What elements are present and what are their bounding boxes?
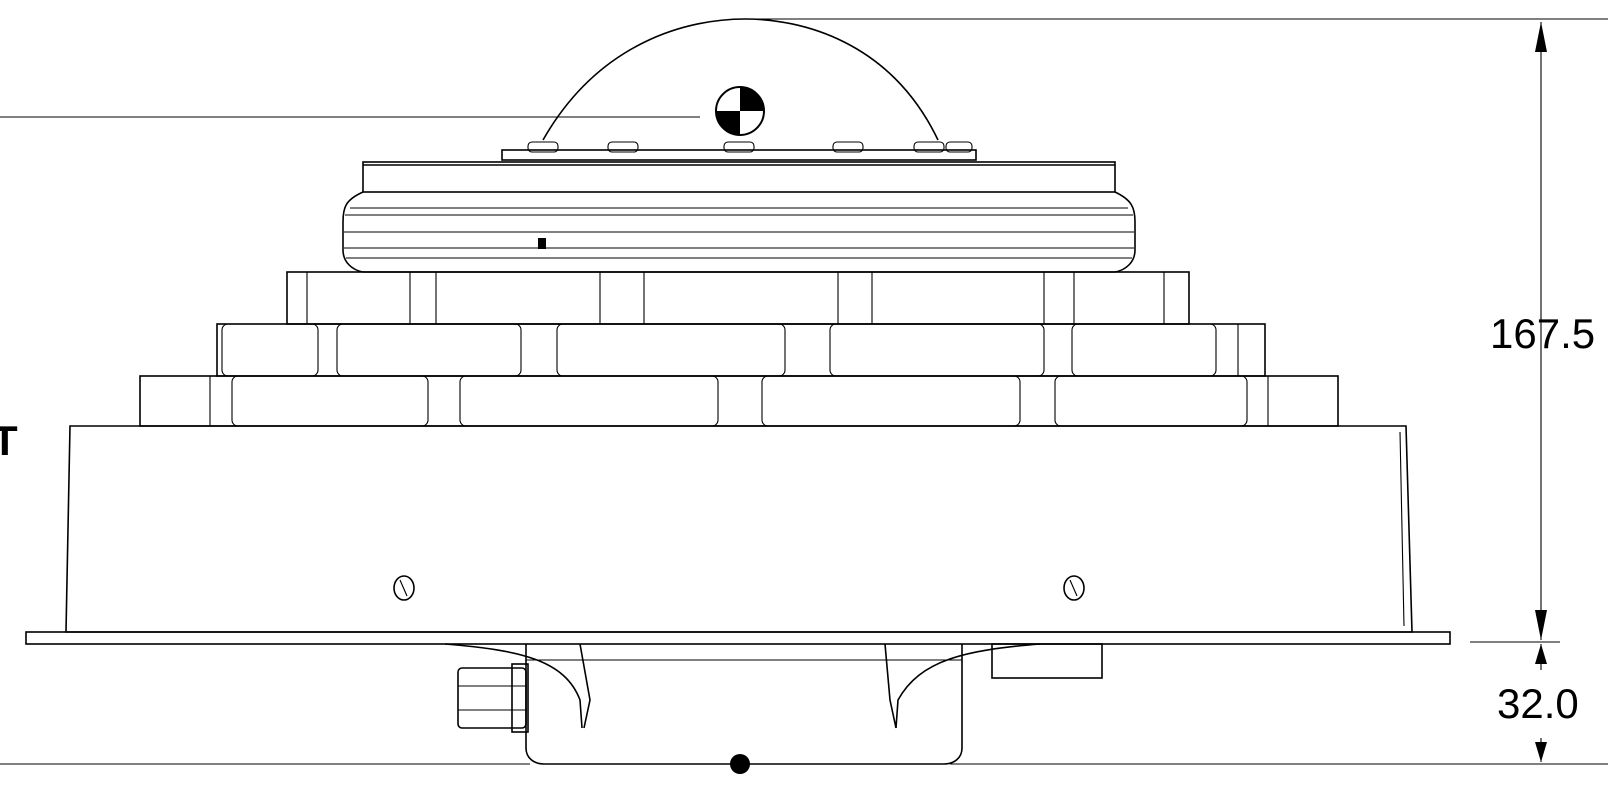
center-of-gravity-symbol-icon (715, 86, 765, 136)
screw-left-icon (393, 575, 415, 601)
dimension-overall-height: 167.5 (1490, 22, 1595, 640)
screw-right-icon (1063, 575, 1085, 601)
connector-plug-icon (457, 663, 529, 733)
dimension-arrow-icon (1535, 644, 1547, 664)
dimension-label-overall: 167.5 (1490, 310, 1595, 357)
dome-base-ring (501, 141, 977, 161)
main-housing (65, 425, 1413, 633)
small-marker (538, 238, 546, 249)
extension-lines (0, 18, 1608, 765)
fin-row-top (286, 271, 1190, 325)
dimension-lower-height: 32.0 (1497, 644, 1579, 762)
top-cap (342, 161, 1136, 273)
dimension-arrow-icon (1535, 610, 1547, 640)
dome (542, 18, 939, 141)
fin-row-bottom (139, 375, 1339, 427)
dimension-arrow-icon (1535, 22, 1547, 52)
mounting-flange (25, 631, 1451, 645)
left-edge-text-fragment: T (0, 417, 18, 464)
bottom-assembly (444, 643, 1103, 774)
dimension-arrow-icon (1535, 742, 1547, 762)
fin-row-middle (216, 323, 1266, 377)
dimension-label-lower: 32.0 (1497, 680, 1579, 727)
bottom-reference-dot-icon (730, 754, 750, 774)
